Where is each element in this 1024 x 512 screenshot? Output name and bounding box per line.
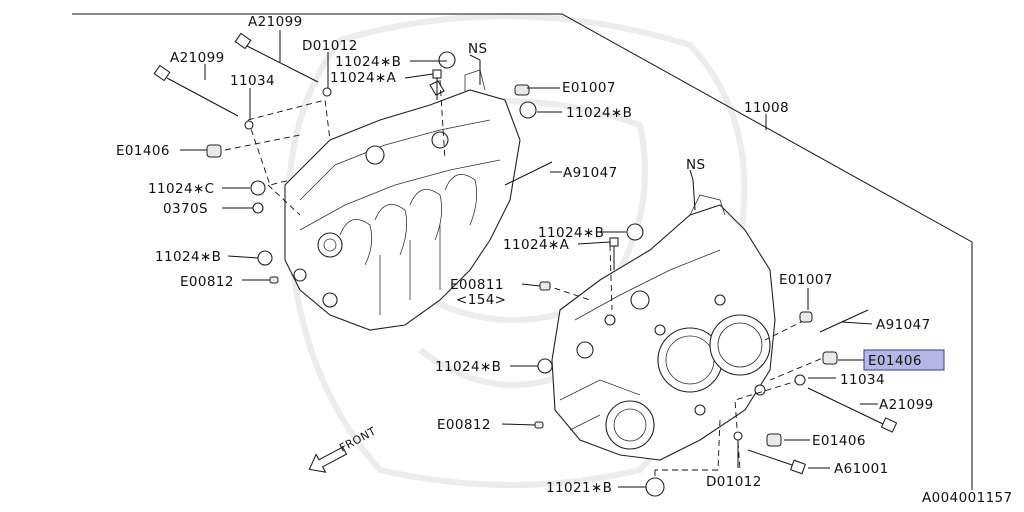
label-11008[interactable]: 11008 — [744, 100, 789, 116]
label-a21099-left[interactable]: A21099 — [170, 50, 225, 66]
label-ns-right[interactable]: NS — [686, 157, 705, 173]
label-154[interactable]: <154> — [456, 292, 506, 308]
label-e01406-left[interactable]: E01406 — [116, 143, 170, 159]
label-11034-right[interactable]: 11034 — [840, 372, 885, 388]
label-11024c[interactable]: 11024∗C — [148, 181, 214, 197]
highlight-box — [863, 349, 945, 371]
small-parts — [153, 32, 898, 497]
label-a21099-right[interactable]: A21099 — [879, 397, 934, 413]
label-11024a-top[interactable]: 11024∗A — [330, 70, 397, 86]
left-crankcase-half — [284, 69, 521, 331]
label-a91047-right[interactable]: A91047 — [876, 317, 931, 333]
label-a61001[interactable]: A61001 — [834, 461, 889, 477]
label-11021b[interactable]: 11021∗B — [546, 480, 612, 496]
label-11024b-top[interactable]: 11024∗B — [335, 54, 401, 70]
label-11024a-mid[interactable]: 11024∗A — [503, 237, 570, 253]
front-label: FRONT — [337, 425, 378, 455]
label-11024b-low[interactable]: 11024∗B — [435, 359, 501, 375]
right-crankcase-half — [551, 194, 776, 461]
label-d01012-top[interactable]: D01012 — [302, 38, 358, 54]
label-ns-top[interactable]: NS — [468, 41, 487, 57]
label-d01012-low[interactable]: D01012 — [706, 474, 762, 490]
label-11024b-mid[interactable]: 11024∗B — [538, 225, 604, 241]
label-e01007-right[interactable]: E01007 — [779, 272, 833, 288]
label-e00812-left[interactable]: E00812 — [180, 274, 234, 290]
label-11034-left[interactable]: 11034 — [230, 73, 275, 89]
label-a91047-mid[interactable]: A91047 — [563, 165, 618, 181]
label-e01406-highlight[interactable]: E01406 — [868, 353, 922, 369]
leader-lines — [180, 30, 878, 488]
figure-code: A004001157 — [922, 490, 1013, 506]
label-e00811[interactable]: E00811 — [450, 277, 504, 293]
assembly-outline — [72, 13, 973, 490]
label-11024b-left-low[interactable]: 11024∗B — [155, 249, 221, 265]
label-e01007-top[interactable]: E01007 — [562, 80, 616, 96]
label-e01406-right[interactable]: E01406 — [812, 433, 866, 449]
label-e00812-low[interactable]: E00812 — [437, 417, 491, 433]
label-0370s[interactable]: 0370S — [163, 201, 208, 217]
callout-labels: A21099 D01012 A21099 11024∗B 11024∗A NS … — [116, 14, 1013, 506]
front-arrow — [308, 446, 348, 473]
label-a21099-top[interactable]: A21099 — [248, 14, 303, 30]
label-11024b-top-right[interactable]: 11024∗B — [566, 105, 632, 121]
